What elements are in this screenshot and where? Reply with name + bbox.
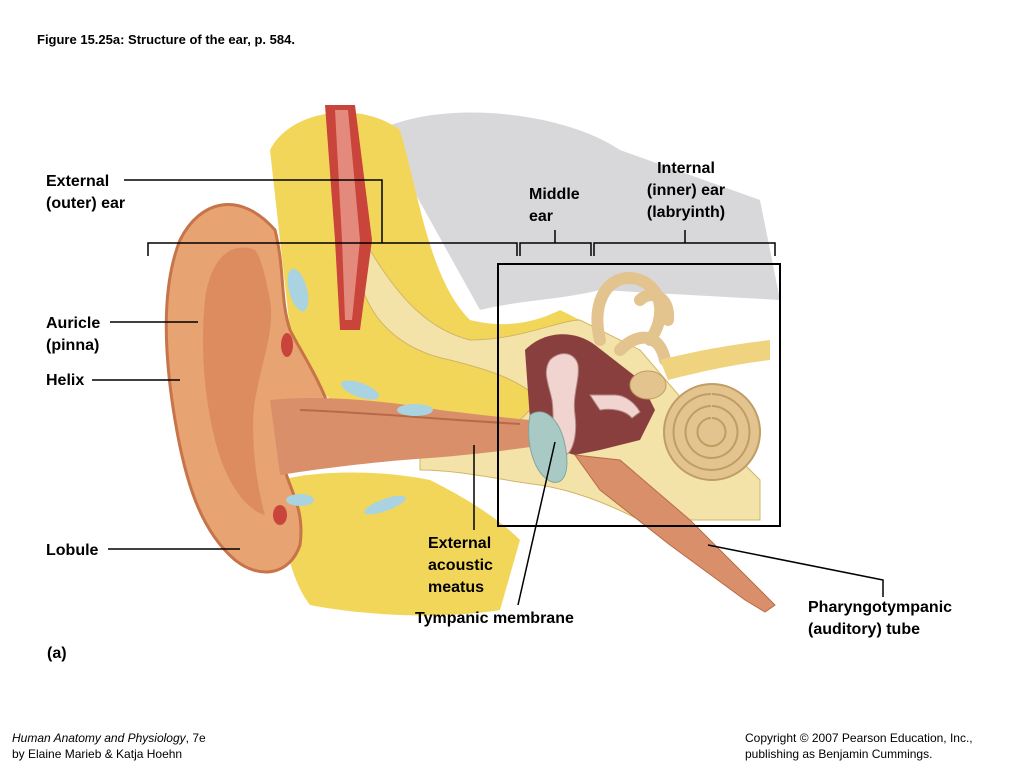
copyright-line: Copyright © 2007 Pearson Education, Inc.… [745,731,973,745]
auditory-tube [573,454,776,613]
cartilage-3 [397,404,433,416]
cochlea [663,383,761,481]
ear-canal [270,398,545,475]
label-external-ear: External (outer) ear [46,173,126,212]
label-internal-ear: Internal (inner) ear (labryinth) [646,160,726,221]
label-pharyngotympanic-tube: Pharyngotympanic (auditory) tube [808,599,953,638]
lower-fatty-tissue [280,472,520,616]
leader-tympanic [517,441,556,606]
nerve [660,340,770,380]
vessel-2 [273,505,287,525]
book-title: Human Anatomy and Physiology [12,731,186,745]
auricle-inner-fold [203,247,272,515]
bracket-external [147,242,518,256]
cochlea-spiral [672,393,751,471]
label-tympanic-membrane: Tympanic membrane [415,610,574,627]
ear-canal-lining [299,409,521,425]
leader-tube [707,544,884,597]
publisher-line: publishing as Benjamin Cummings. [745,747,933,761]
vessel-1 [281,333,293,357]
tympanic-membrane-shape [528,411,568,483]
figure-title: Figure 15.25a: Structure of the ear, p. … [37,32,295,47]
skull-shadow [380,112,780,310]
label-middle-ear: Middle ear [529,186,580,225]
muscle-highlight [335,110,360,320]
leader-external-ear [124,179,383,243]
incus-stapes [589,394,641,419]
panel-letter: (a) [47,645,67,662]
label-lobule: Lobule [46,542,99,559]
footer-book-credit: Human Anatomy and Physiology, 7e by Elai… [12,730,206,762]
cartilage-2 [341,380,379,400]
cartilage-1 [287,268,309,312]
cartilage-5 [286,494,314,506]
book-authors: by Elaine Marieb & Katja Hoehn [12,747,183,761]
label-auricle: Auricle (pinna) [46,315,101,354]
vestibule [629,370,667,400]
label-external-acoustic-meatus: External acoustic meatus [428,535,493,596]
cartilage-4 [364,495,406,515]
inner-detail-box [497,263,781,527]
semicircular-canals [591,272,675,366]
footer-copyright: Copyright © 2007 Pearson Education, Inc.… [745,730,973,762]
book-edition: , 7e [185,731,206,745]
label-helix: Helix [46,372,85,389]
